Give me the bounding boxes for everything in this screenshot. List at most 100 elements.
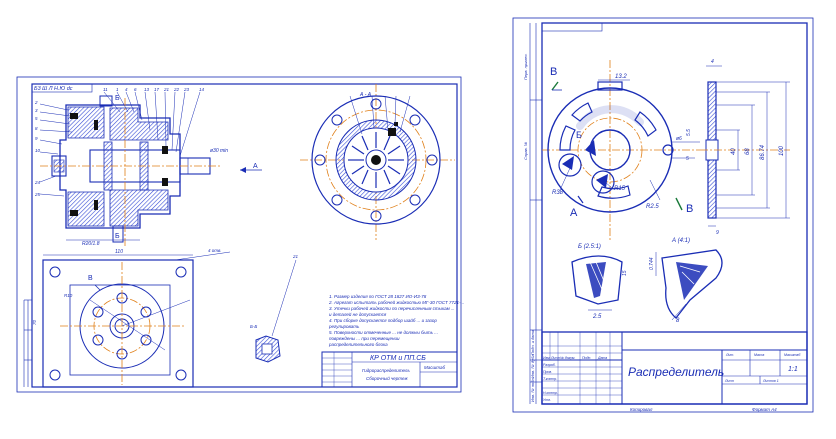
radius-r38: R38 — [552, 190, 564, 196]
side-label-7: Инв. № подл. — [530, 377, 535, 402]
plan-view: 110 В R10 70 — [32, 248, 231, 388]
svg-text:1: 1 — [116, 87, 119, 92]
left-sheet-frame — [31, 83, 458, 388]
detail-a-title: А (4:1) — [671, 238, 690, 244]
svg-text:3. Утечки рабочей жидкости по: 3. Утечки рабочей жидкости по перечислен… — [329, 305, 455, 311]
section-a-view: А - А — [300, 84, 455, 240]
dim-d6: ø6 — [676, 136, 682, 142]
sheet-label: Лист — [724, 379, 734, 383]
svg-text:5. Поверхности отмеченные ...: 5. Поверхности отмеченные ... не должны … — [329, 330, 438, 335]
svg-text:6: 6 — [134, 87, 137, 92]
svg-text:11: 11 — [103, 87, 108, 92]
mount-plate — [42, 259, 194, 388]
hole-radius: R10 — [64, 293, 73, 298]
radius-r25: R2.5 — [646, 204, 659, 210]
format-label: Формат А4 — [752, 407, 777, 412]
dim-5-5: 5.5 — [686, 129, 692, 136]
detail-b-angle: 15 — [622, 270, 628, 276]
fit-stamp — [31, 83, 93, 93]
title-line-2: Сборочный чертеж — [366, 375, 408, 381]
svg-text:4 отв.: 4 отв. — [208, 248, 222, 253]
view-c-label: В — [88, 275, 93, 282]
plate-height: 70 — [32, 319, 37, 325]
cover-hatch — [109, 107, 169, 141]
view-b-letter: В — [550, 66, 557, 78]
port-hole-bottom — [591, 170, 615, 194]
svg-text:23: 23 — [183, 87, 190, 92]
svg-text:17: 17 — [154, 87, 160, 92]
side-section-view: 4 40 68 86.74 100 9 — [700, 59, 790, 236]
role-list: Лист — [550, 356, 560, 360]
svg-text:регулировать: регулировать — [328, 324, 360, 329]
view-b-mark-lower: Б — [115, 233, 120, 240]
role-ncontrol: Н.контр. — [543, 391, 558, 395]
port-hole-left — [558, 153, 582, 177]
small-detail-view: Б-Б 21 — [250, 254, 299, 363]
svg-text:2. Агрегат испытать рабочей жи: 2. Агрегат испытать рабочей жидкостью МГ… — [328, 299, 464, 305]
housing-outline — [59, 104, 181, 229]
role-izm: Изм. — [543, 356, 550, 360]
tech-notes: 1. Размер изделия по ГОСТ 28 1827 ИО-ИЗ-… — [328, 294, 464, 347]
fit-label: Б3 Ш Л Н.Ю dc — [34, 86, 73, 92]
svg-text:21: 21 — [163, 87, 170, 92]
cover-lower-hatch — [109, 189, 169, 227]
small-view-label: Б-Б — [250, 324, 257, 329]
housing-lower-hatch — [67, 191, 105, 227]
drawing-code: КР ОТМ и ПП.СБ — [370, 355, 426, 362]
detail-b-view: Б (2.5:1) 2.5 15 — [571, 244, 628, 320]
role-sign: Подп. — [582, 356, 591, 360]
svg-text:25: 25 — [34, 192, 41, 197]
right-title-block: Изм. Лист № докум. Подп. Дата Разраб. Пр… — [541, 331, 808, 405]
plate-width: 110 — [115, 249, 123, 255]
dim-d30: ø30 min — [210, 148, 228, 154]
svg-text:9: 9 — [35, 136, 38, 141]
radius-r15: R15 — [614, 186, 626, 192]
role-checker: Пров. — [543, 370, 552, 374]
side-dim-86: 86.74 — [760, 144, 766, 160]
side-label-4: Инв. № дубл. — [530, 353, 535, 378]
side-dim-9: 9 — [716, 230, 719, 236]
svg-text:8: 8 — [35, 126, 38, 131]
flange-bolt-holes — [314, 98, 438, 222]
title-line-1: Гидрораспределитель — [362, 368, 410, 373]
left-title-block: КР ОТМ и ПП.СБ Гидрораспределитель Сборо… — [321, 351, 458, 388]
svg-text:распределительного блока: распределительного блока — [328, 342, 388, 347]
mark-b-letter: Б — [576, 130, 582, 140]
side-label-1: Перв. примен. — [523, 53, 528, 80]
side-dim-100: 100 — [779, 145, 785, 156]
svg-text:4: 4 — [125, 87, 128, 92]
right-sheet-border — [512, 17, 814, 413]
bottom-dim-r: R20/1.8 — [82, 241, 100, 247]
svg-text:22: 22 — [173, 87, 180, 92]
svg-text:14: 14 — [199, 87, 205, 92]
dim-5: 5 — [686, 156, 689, 162]
side-dim-40: 40 — [731, 148, 737, 155]
view-a-letter: А — [570, 207, 578, 219]
role-approved: Утв. — [543, 398, 551, 402]
role-tcontrol: Т.контр. — [543, 377, 557, 381]
housing-upper-hatch — [67, 106, 105, 139]
right-sheet: Перв. примен. Справ. № Подп. и дата Инв.… — [512, 17, 814, 413]
role-date: Дата — [597, 356, 607, 360]
view-b-mark: Б — [115, 95, 120, 102]
svg-text:4. При сборке допускается подб: 4. При сборке допускается подбор шайб ..… — [329, 317, 437, 323]
svg-text:и деталей не допускается: и деталей не допускается — [329, 311, 387, 317]
copy-label: Копировал — [630, 407, 653, 412]
dim-top-width: 13.2 — [615, 74, 627, 80]
svg-text:2: 2 — [34, 100, 38, 105]
svg-text:10: 10 — [35, 148, 41, 153]
svg-text:21: 21 — [292, 254, 299, 259]
role-developer: Разраб. — [543, 363, 556, 367]
detail-a-view: А (4:1) 0.744 8 — [649, 238, 723, 324]
side-label-2: Справ. № — [523, 141, 528, 160]
outer-flange — [311, 95, 441, 225]
sheets-label: Листов 1 — [762, 379, 779, 383]
svg-text:повреждены ... при перемещении: повреждены ... при перемещении — [329, 336, 400, 341]
side-dim-4: 4 — [711, 59, 714, 65]
side-label-3: Подп. и дата — [530, 329, 535, 355]
left-sheet: Б3 Ш Л Н.Ю dc — [16, 76, 464, 393]
section-aa-label: А - А — [359, 92, 372, 98]
distributor-disc-view: 13.2 R38 R15 R2.5 ø6 5.5 5 В — [542, 60, 700, 240]
